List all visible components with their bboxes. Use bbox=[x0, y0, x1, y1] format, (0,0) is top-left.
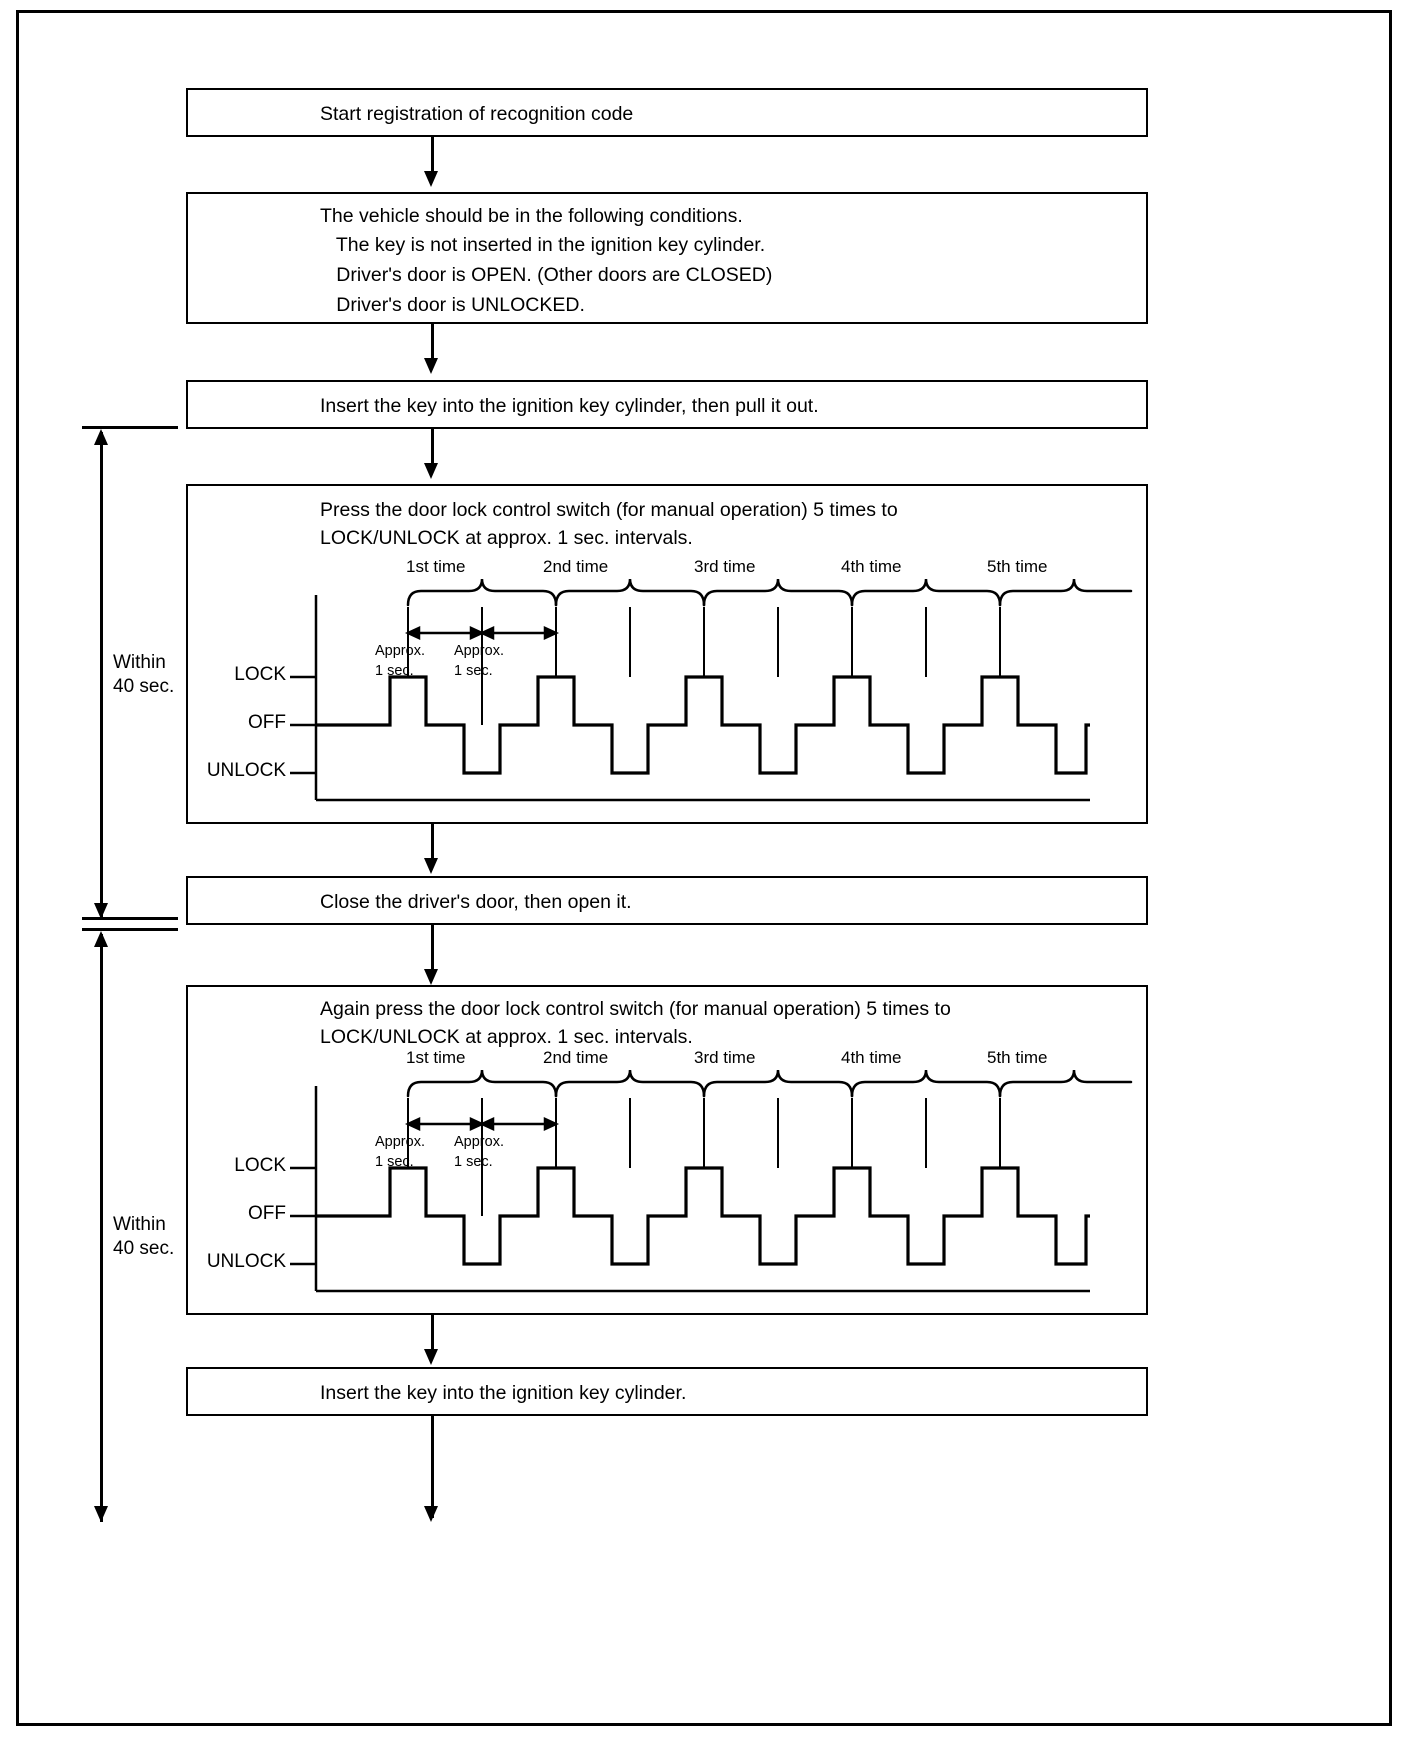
chart-2-ylabel-lock: LOCK bbox=[234, 1155, 286, 1176]
bracket-1-top-arrow bbox=[94, 429, 108, 445]
chart-2-ylabel-unlock: UNLOCK bbox=[206, 1251, 286, 1272]
bracket-2-bottom-arrow bbox=[94, 1506, 108, 1522]
flow-arrow-5-head bbox=[424, 969, 438, 985]
bracket-1-bottom-arrow bbox=[94, 903, 108, 919]
flow-arrow-2-line bbox=[431, 324, 434, 366]
step-label-conditions-line-1: The vehicle should be in the following c… bbox=[320, 205, 743, 227]
flow-arrow-7-line bbox=[431, 1416, 434, 1518]
chart-2-interval-1-line-1: Approx. bbox=[375, 1134, 425, 1150]
bracket-1-label-line-2: 40 sec. bbox=[113, 676, 175, 697]
chart-1-ylabel-lock: LOCK bbox=[234, 664, 286, 685]
step-label-insert-key: Insert the key into the ignition key cyl… bbox=[320, 1382, 687, 1404]
chart-1-interval-2-line-2: 1 sec. bbox=[454, 663, 493, 679]
chart-2-cycle-label-2: 2nd time bbox=[543, 1048, 609, 1067]
chart-1-ylabel-off: OFF bbox=[248, 712, 286, 733]
step-label-press-switch-1-line-1: Press the door lock control switch (for … bbox=[320, 499, 898, 521]
bracket-2-top-arrow bbox=[94, 931, 108, 947]
chart-2-cycle-label-4: 4th time bbox=[841, 1048, 902, 1067]
timing-chart-2 bbox=[290, 1069, 1133, 1293]
chart-2-cycle-label-3: 3rd time bbox=[694, 1048, 756, 1067]
chart-1-interval-1-line-2: 1 sec. bbox=[375, 663, 414, 679]
step-label-conditions-line-3: Driver's door is OPEN. (Other doors are … bbox=[320, 264, 773, 286]
step-label-press-switch-2-line-1: Again press the door lock control switch… bbox=[320, 998, 951, 1020]
step-box-insert-pull bbox=[186, 380, 1148, 429]
bracket-2-vline bbox=[100, 934, 103, 1522]
step-box-conditions bbox=[186, 192, 1148, 324]
chart-2-interval-2-line-2: 1 sec. bbox=[454, 1154, 493, 1170]
step-label-insert-pull: Insert the key into the ignition key cyl… bbox=[320, 395, 819, 417]
flow-arrow-7-head bbox=[424, 1506, 438, 1522]
chart-2-interval-1-line-2: 1 sec. bbox=[375, 1154, 414, 1170]
step-label-press-switch-1-line-2: LOCK/UNLOCK at approx. 1 sec. intervals. bbox=[320, 527, 693, 549]
chart-1-interval-2-line-1: Approx. bbox=[454, 643, 504, 659]
chart-1-ylabel-unlock: UNLOCK bbox=[206, 760, 286, 781]
step-box-press-switch-1 bbox=[186, 484, 1148, 824]
flow-arrow-4-head bbox=[424, 858, 438, 874]
chart-1-interval-1-line-1: Approx. bbox=[375, 643, 425, 659]
flow-arrow-6-line bbox=[431, 1315, 434, 1357]
bracket-1-vline bbox=[100, 432, 103, 918]
bracket-2-label-line-2: 40 sec. bbox=[113, 1238, 175, 1259]
step-label-conditions-line-4: Driver's door is UNLOCKED. bbox=[320, 294, 585, 316]
bracket-1-bottom-tick bbox=[82, 917, 178, 920]
step-box-start bbox=[186, 88, 1148, 137]
step-label-press-switch-2-line-2: LOCK/UNLOCK at approx. 1 sec. intervals. bbox=[320, 1026, 693, 1048]
step-label-start: Start registration of recognition code bbox=[320, 103, 634, 125]
chart-1-cycle-label-3: 3rd time bbox=[694, 557, 756, 576]
chart-1-cycle-label-1: 1st time bbox=[406, 557, 466, 576]
chart-2-cycle-label-5: 5th time bbox=[987, 1048, 1048, 1067]
flow-arrow-3-line bbox=[431, 429, 434, 471]
bracket-1-label-line-1: Within bbox=[113, 652, 166, 673]
chart-1-cycle-label-2: 2nd time bbox=[543, 557, 609, 576]
chart-2-ylabel-off: OFF bbox=[248, 1203, 286, 1224]
step-box-insert-key bbox=[186, 1367, 1148, 1416]
step-label-close-open-door: Close the driver's door, then open it. bbox=[320, 891, 632, 913]
flow-arrow-6-head bbox=[424, 1349, 438, 1365]
chart-2-cycle-label-1: 1st time bbox=[406, 1048, 466, 1067]
step-box-close-open-door bbox=[186, 876, 1148, 925]
step-label-conditions-line-2: The key is not inserted in the ignition … bbox=[320, 234, 766, 256]
chart-2-interval-2-line-1: Approx. bbox=[454, 1134, 504, 1150]
step-box-press-switch-2 bbox=[186, 985, 1148, 1315]
flow-arrow-5-line bbox=[431, 925, 434, 977]
flow-arrow-4-line bbox=[431, 824, 434, 866]
chart-1-cycle-label-4: 4th time bbox=[841, 557, 902, 576]
chart-1-cycle-label-5: 5th time bbox=[987, 557, 1048, 576]
flow-arrow-1-head bbox=[424, 171, 438, 187]
bracket-2-top-tick bbox=[82, 928, 178, 931]
timing-chart-1 bbox=[290, 578, 1133, 802]
bracket-2-label-line-1: Within bbox=[113, 1214, 166, 1235]
flow-arrow-2-head bbox=[424, 358, 438, 374]
flow-arrow-3-head bbox=[424, 463, 438, 479]
flow-arrow-1-line bbox=[431, 137, 434, 179]
bracket-1-top-tick bbox=[82, 426, 178, 429]
